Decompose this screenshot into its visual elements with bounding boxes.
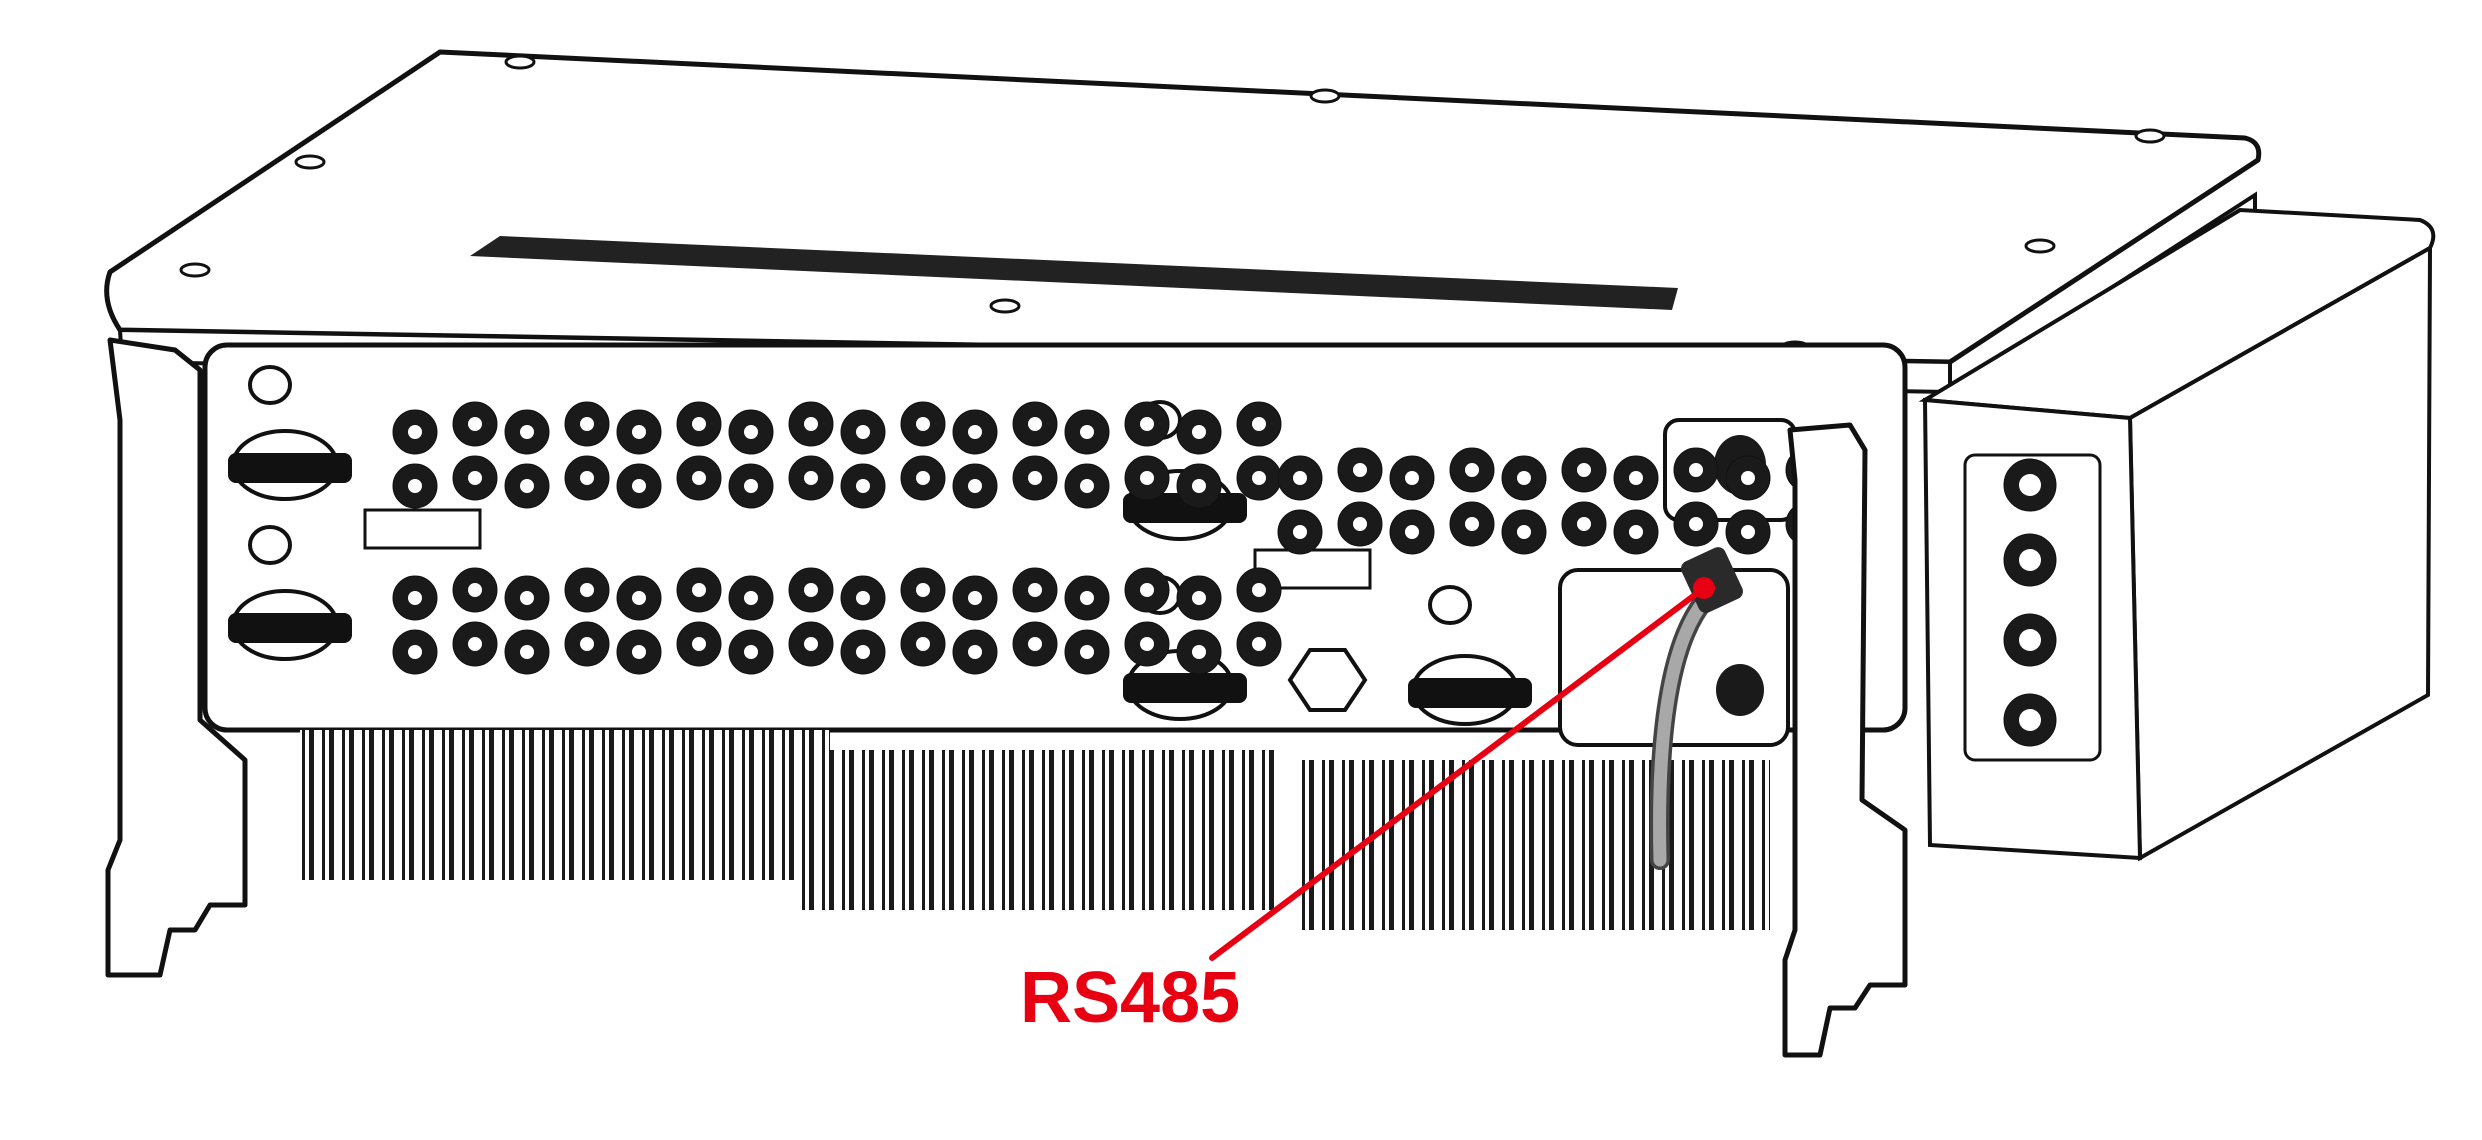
- mc4-connector-pin: [1689, 517, 1703, 531]
- mc4-connector-pin: [1405, 471, 1419, 485]
- mc4-connector-pin: [1140, 417, 1154, 431]
- rs485-cable-fill: [1653, 593, 1712, 867]
- mounting-leg-left: [105, 337, 248, 978]
- mounting-leg-right: [1782, 422, 1908, 1058]
- mc4-connector-pin: [632, 479, 646, 493]
- mc4-connector-pin: [1629, 471, 1643, 485]
- mc4-connector-pin: [692, 471, 706, 485]
- mc4-connector-pin: [1140, 583, 1154, 597]
- mc4-connector-pin: [1741, 525, 1755, 539]
- mc4-connector-pin: [744, 479, 758, 493]
- mc4-connector-pin: [1577, 517, 1591, 531]
- mc4-connector-pin: [856, 645, 870, 659]
- mc4-connector-pin: [1080, 479, 1094, 493]
- mc4-connector-pin: [916, 637, 930, 651]
- mc4-connector-pin: [1577, 463, 1591, 477]
- mc4-connector-pin: [1465, 517, 1479, 531]
- mc4-connector-pin: [744, 425, 758, 439]
- mc4-connector-pin: [1517, 525, 1531, 539]
- ac-terminal-plate: [1963, 453, 2102, 762]
- mc4-connector-pin: [692, 417, 706, 431]
- mc4-connector-pin: [468, 417, 482, 431]
- mc4-connector-pin: [856, 425, 870, 439]
- mc4-connector-pin: [1080, 645, 1094, 659]
- mc4-connector-pin: [468, 583, 482, 597]
- mc4-connector-pin: [468, 471, 482, 485]
- mc4-connector-pin: [520, 645, 534, 659]
- mc4-connector-pin: [1140, 637, 1154, 651]
- mc4-connector-pin: [916, 417, 930, 431]
- mc4-connector-pin: [468, 637, 482, 651]
- mc4-connector-pin: [804, 583, 818, 597]
- mc4-connector-pin: [1252, 637, 1266, 651]
- mc4-connector-pin: [408, 645, 422, 659]
- mc4-connector-pin: [1192, 425, 1206, 439]
- mc4-connector-pin: [580, 583, 594, 597]
- mc4-connector-pin: [968, 591, 982, 605]
- mc4-connector-pin: [1252, 583, 1266, 597]
- mc4-connector-pin: [968, 479, 982, 493]
- mc4-connector-pin: [1080, 591, 1094, 605]
- mc4-connector-pin: [1252, 417, 1266, 431]
- mc4-connector-pin: [1028, 583, 1042, 597]
- heat-sink-fins-left: [300, 730, 830, 880]
- mc4-connector-pin: [580, 637, 594, 651]
- mc4-connector-pin: [520, 479, 534, 493]
- mc4-connector-pin: [1405, 525, 1419, 539]
- pv-connector-array: [392, 401, 1831, 675]
- mc4-connector-pin: [1192, 591, 1206, 605]
- mc4-connector-pin: [632, 425, 646, 439]
- mc4-connector-pin: [1741, 471, 1755, 485]
- callout-leader-line: [1209, 585, 1707, 961]
- rs485-label: RS485: [1020, 958, 1241, 1038]
- mc4-connector-pin: [520, 591, 534, 605]
- mc4-connector-pin: [1689, 463, 1703, 477]
- mc4-connector-pin: [856, 591, 870, 605]
- mc4-connector-pin: [804, 471, 818, 485]
- comm-port-blank: [1716, 664, 1764, 716]
- mc4-connector-pin: [408, 591, 422, 605]
- mc4-connector-pin: [520, 425, 534, 439]
- mc4-connector-pin: [744, 591, 758, 605]
- mc4-connector-pin: [1517, 471, 1531, 485]
- mc4-connector-pin: [1028, 471, 1042, 485]
- mc4-connector-pin: [1293, 471, 1307, 485]
- mc4-connector-pin: [408, 425, 422, 439]
- mc4-connector-pin: [1353, 463, 1367, 477]
- mc4-connector-pin: [580, 417, 594, 431]
- mc4-connector-pin: [1293, 525, 1307, 539]
- mc4-connector-pin: [1192, 645, 1206, 659]
- mc4-connector-pin: [1192, 479, 1206, 493]
- mc4-connector-pin: [1080, 425, 1094, 439]
- mc4-connector-pin: [916, 583, 930, 597]
- mc4-connector-pin: [1353, 517, 1367, 531]
- mc4-connector-pin: [856, 479, 870, 493]
- heat-sink-fins-mid: [800, 750, 1280, 910]
- mc4-connector-pin: [1465, 463, 1479, 477]
- mc4-connector-pin: [580, 471, 594, 485]
- mc4-connector-pin: [1140, 471, 1154, 485]
- mc4-connector-pin: [916, 471, 930, 485]
- ac-terminal-holes-inner: [2019, 474, 2041, 731]
- mc4-connector-pin: [408, 479, 422, 493]
- mc4-connector-pin: [1252, 471, 1266, 485]
- mc4-connector-pin: [1028, 637, 1042, 651]
- mc4-connector-pin: [968, 645, 982, 659]
- top-vent-slot: [470, 236, 1678, 310]
- cable-gland: [1287, 648, 1368, 712]
- mc4-connector-pin: [968, 425, 982, 439]
- mc4-connector-pin: [804, 637, 818, 651]
- mc4-connector-pin: [692, 637, 706, 651]
- mc4-connector-pin: [1629, 525, 1643, 539]
- callout-marker-dot: [1693, 577, 1715, 599]
- inverter-top-lid: [104, 49, 2262, 365]
- mc4-connector-pin: [744, 645, 758, 659]
- mc4-connector-pin: [692, 583, 706, 597]
- mc4-connector-pin: [632, 591, 646, 605]
- mc4-connector-pin: [632, 645, 646, 659]
- mc4-connector-pin: [804, 417, 818, 431]
- heat-sink-fins-right: [1300, 760, 1770, 930]
- mc4-connector-pin: [1028, 417, 1042, 431]
